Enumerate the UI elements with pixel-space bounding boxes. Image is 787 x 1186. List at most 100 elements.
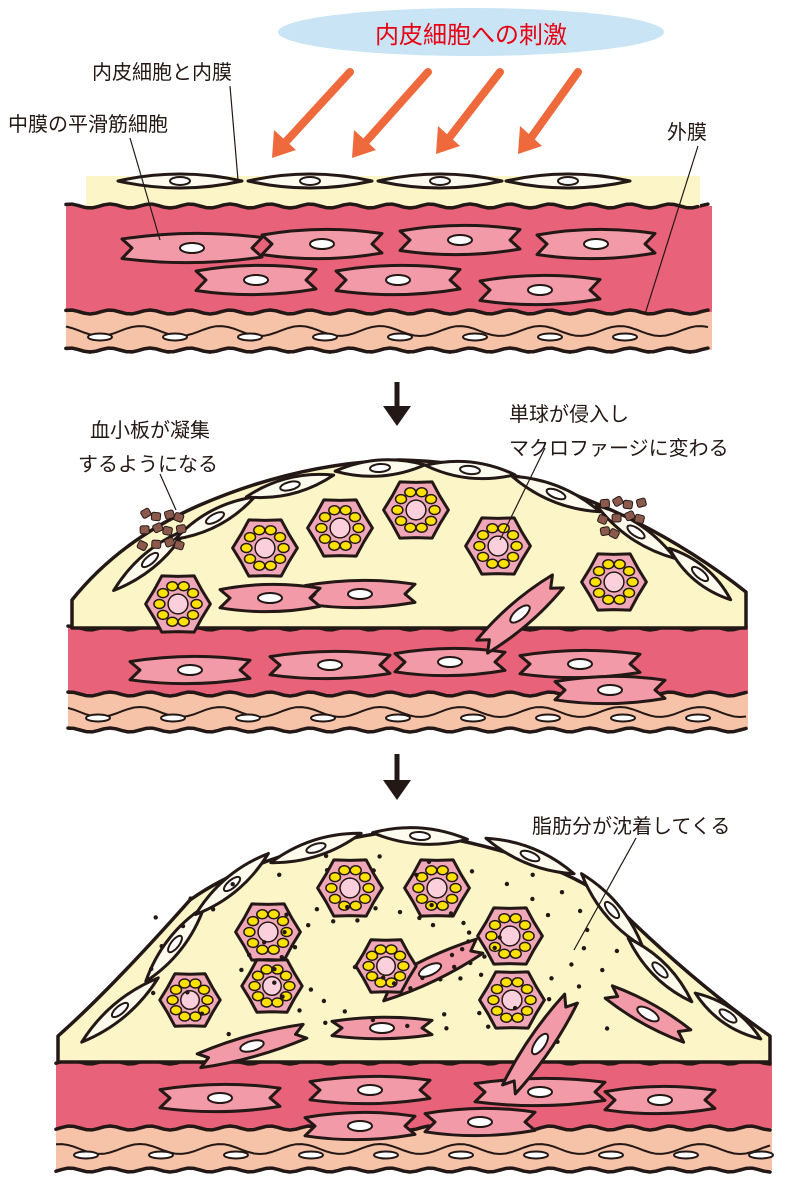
lipid-droplet: [353, 524, 364, 533]
platelet: [152, 540, 161, 548]
lipid-dot: [466, 939, 470, 943]
fibroblast-nucleus: [538, 334, 562, 341]
lipid-droplet: [191, 600, 202, 609]
lipid-droplet: [367, 972, 378, 981]
lipid-dot: [353, 965, 357, 969]
endothelial-cell: [378, 174, 502, 188]
lipid-droplet: [199, 985, 210, 994]
lipid-dot: [272, 967, 276, 971]
lipid-droplet: [257, 945, 268, 954]
cell-nucleus: [170, 177, 190, 185]
lipid-dot: [600, 968, 604, 972]
cell-nucleus: [648, 1095, 672, 1105]
fibroblast-nucleus: [238, 334, 262, 341]
stimulus-arrow-shaft: [528, 72, 578, 142]
lipid-droplet: [416, 488, 427, 497]
lipid-dot: [377, 854, 381, 858]
platelet: [140, 526, 149, 534]
lipid-droplet: [350, 866, 361, 875]
fibroblast-nucleus: [374, 1152, 398, 1159]
smooth-muscle-cell: [305, 580, 415, 607]
lipid-droplet: [245, 554, 256, 563]
lipid-droplet: [396, 495, 407, 504]
lipid-droplet: [437, 901, 448, 910]
platelet: [636, 498, 647, 508]
lipid-dot: [181, 924, 185, 928]
lipid-dot: [460, 947, 464, 951]
lipid-droplet: [512, 1013, 523, 1022]
lipid-dot: [211, 907, 215, 911]
platelet: [600, 499, 610, 508]
lipid-dot: [280, 955, 284, 959]
stimulus-arrow-shaft: [282, 72, 350, 146]
lipid-droplet: [188, 589, 199, 598]
leader-line: [160, 474, 176, 510]
stage-3-wall: [56, 825, 773, 1172]
lipid-droplet: [429, 506, 440, 515]
cell-nucleus: [448, 235, 472, 245]
lipid-droplet: [254, 526, 265, 535]
cell-nucleus: [528, 1087, 552, 1097]
fibroblast-nucleus: [313, 334, 337, 341]
lipid-droplet: [614, 595, 625, 604]
cell-nucleus: [318, 660, 342, 670]
lipid-dot: [427, 860, 431, 864]
smooth-muscle-cell: [270, 651, 390, 678]
lipid-dot: [547, 997, 551, 1001]
lipid-dot: [452, 965, 456, 969]
lipid-droplet: [398, 962, 409, 971]
lipid-dot: [149, 967, 153, 971]
lipid-dot: [431, 923, 435, 927]
lipid-droplet: [241, 544, 252, 553]
endothelial-cell: [248, 174, 372, 188]
lipid-droplet: [375, 945, 386, 954]
lipid-droplet: [281, 971, 292, 980]
lipid-droplet: [167, 617, 178, 626]
cell-nucleus: [300, 177, 320, 185]
lipid-dot: [582, 946, 586, 950]
lipid-dot: [468, 961, 472, 965]
lipid-droplet: [499, 914, 510, 923]
lipid-dot: [185, 990, 189, 994]
lipid-dot: [505, 882, 509, 886]
macrophage-nucleus: [168, 594, 188, 614]
lipid-droplet: [478, 531, 489, 540]
smooth-muscle-cell: [400, 225, 520, 254]
lipid-droplet: [447, 873, 458, 882]
label-platelet-line1: 血小板が凝集: [90, 418, 210, 442]
cell-nucleus: [258, 593, 282, 603]
lipid-droplet: [487, 524, 498, 533]
smooth-muscle-cell: [262, 229, 382, 258]
lipid-droplet: [158, 589, 169, 598]
lipid-dot: [371, 1018, 375, 1022]
lipid-droplet: [178, 582, 189, 591]
lipid-droplet: [624, 567, 635, 576]
stimulus-arrow-shaft: [446, 72, 500, 142]
leader-line: [230, 86, 238, 180]
lipid-dot: [392, 981, 396, 985]
cell-nucleus: [430, 177, 450, 185]
lipid-droplet: [474, 542, 485, 551]
lipid-droplet: [405, 488, 416, 497]
smooth-muscle-cell: [122, 233, 262, 262]
lipid-dot: [569, 962, 573, 966]
fibroblast-nucleus: [311, 715, 335, 722]
lipid-droplet: [278, 544, 289, 553]
cell-nucleus: [598, 685, 622, 695]
lipid-droplet: [350, 901, 361, 910]
lipid-droplet: [154, 600, 165, 609]
smooth-muscle-cell: [310, 1076, 430, 1103]
lipid-droplet: [171, 1006, 182, 1015]
lipid-dot: [578, 909, 582, 913]
fibroblast-nucleus: [88, 334, 112, 341]
macrophage-nucleus: [255, 538, 275, 558]
lipid-dot: [200, 1012, 204, 1016]
cell-nucleus: [208, 1093, 232, 1103]
lipid-droplet: [278, 917, 289, 926]
lipid-dot: [373, 906, 377, 910]
title-text: 内皮細胞への刺激: [278, 8, 664, 56]
lipid-droplet: [510, 914, 521, 923]
lipid-droplet: [268, 945, 279, 954]
lipid-droplet: [320, 513, 331, 522]
lipid-droplet: [490, 921, 501, 930]
